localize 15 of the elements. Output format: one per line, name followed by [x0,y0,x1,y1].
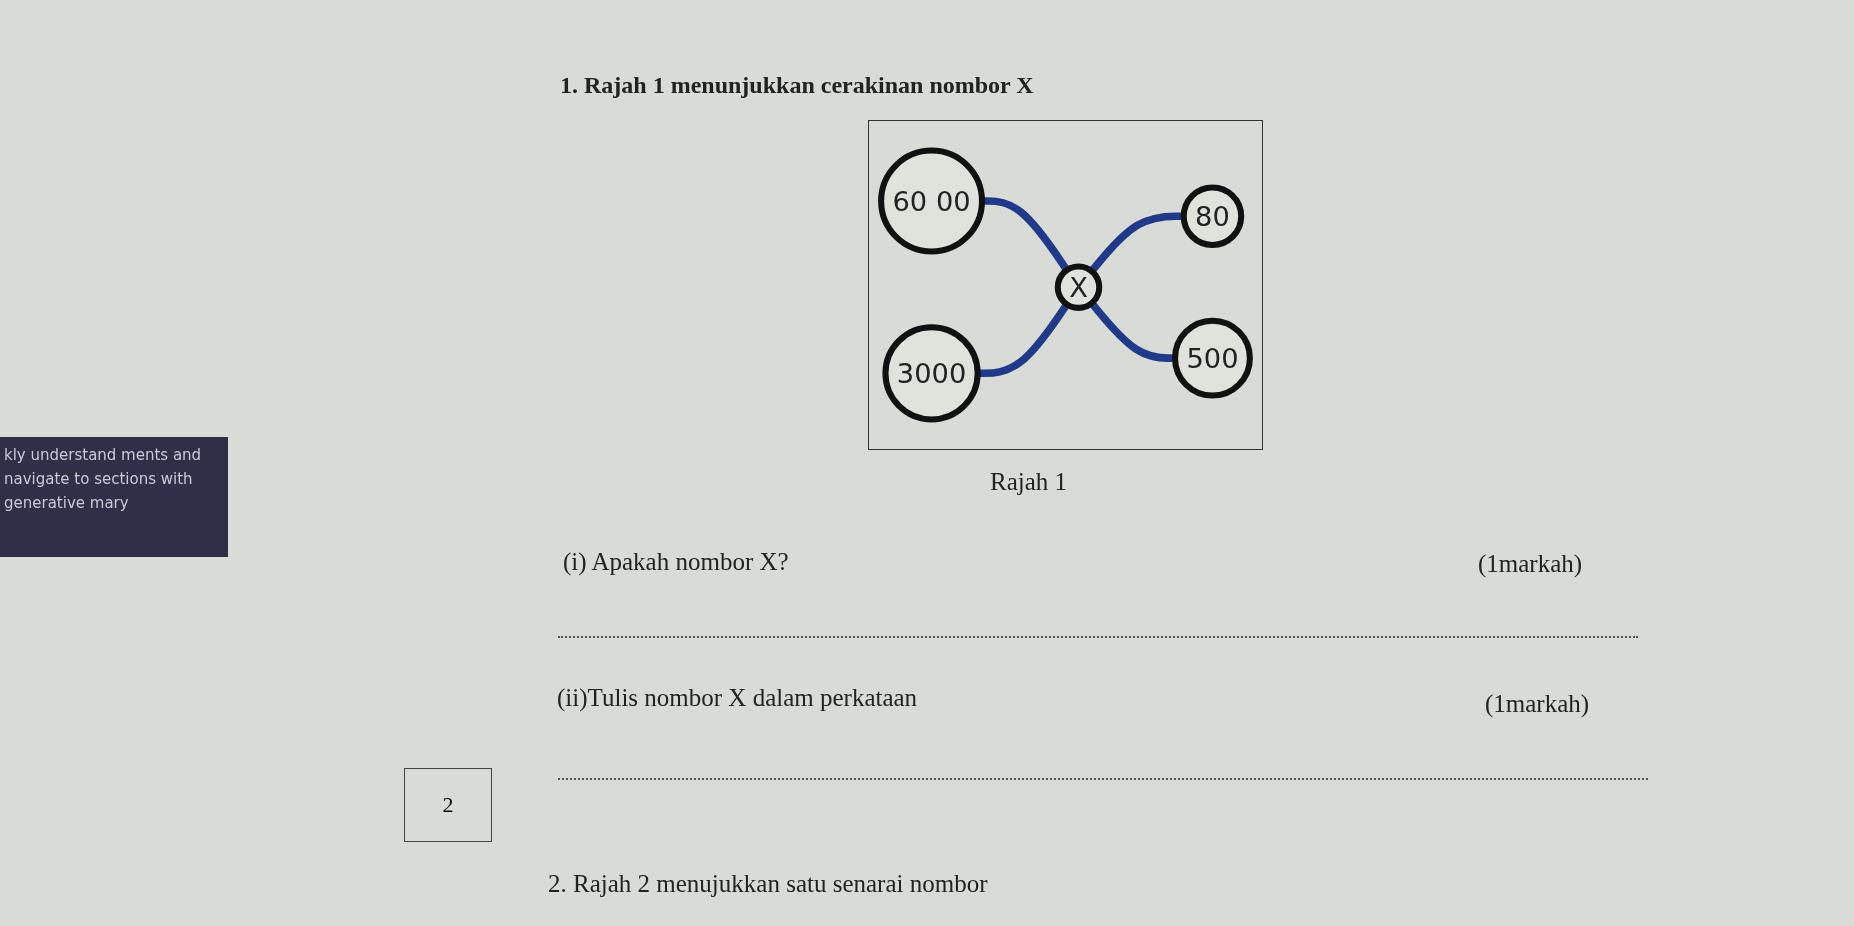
page-number: 2 [404,768,492,842]
node-circle [1054,263,1103,311]
node-circle [882,324,981,423]
question-heading: 1. Rajah 1 menunjukkan cerakinan nombor X [560,72,1034,99]
diagram-frame: 60 00 3000 X 80 500 [868,120,1263,450]
marks-text: (1markah) [1485,690,1590,718]
question-text: (ii)Tulis nombor X dalam perkataan [557,684,918,712]
node-circle [1172,317,1253,399]
node-circle [878,147,985,255]
diagram-caption: Rajah 1 [990,468,1068,496]
question-text: (i) Apakah nombor X? [563,548,789,576]
marks-text: (1markah) [1478,550,1583,578]
tooltip-text: kly understand ments and navigate to sections with generative mary [0,437,228,557]
question-text: 2. Rajah 2 menujukkan satu senarai nombor [548,870,988,898]
node-circle [1180,184,1245,248]
